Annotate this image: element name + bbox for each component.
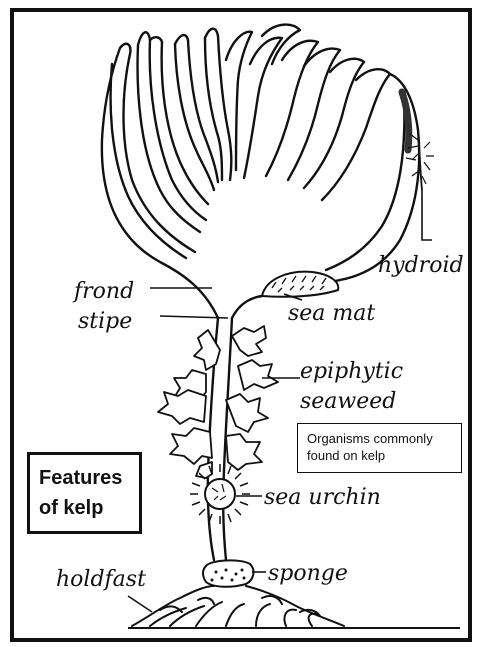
label-sea-mat: sea mat xyxy=(288,301,375,326)
sea-urchin-organism xyxy=(190,464,250,524)
sponge-organism xyxy=(203,560,253,586)
label-seaweed: seaweed xyxy=(300,389,396,414)
label-sea-urchin: sea urchin xyxy=(264,485,381,510)
sea-mat-organism xyxy=(262,272,338,297)
title-line-1: Features xyxy=(39,463,139,493)
label-epiphytic: epiphytic xyxy=(300,359,403,384)
note-line-2: found on kelp xyxy=(307,447,461,464)
note-line-1: Organisms commonly xyxy=(307,430,461,447)
kelp-holdfast xyxy=(132,586,344,626)
epiphytic-seaweed xyxy=(158,326,278,478)
label-stipe: stipe xyxy=(78,309,132,334)
title-line-2: of kelp xyxy=(39,493,139,523)
kelp-fronds xyxy=(102,25,419,318)
title-box: Features of kelp xyxy=(27,452,142,534)
label-hydroid: hydroid xyxy=(378,253,464,278)
note-box: Organisms commonly found on kelp xyxy=(297,423,462,473)
label-sponge: sponge xyxy=(268,561,348,586)
label-holdfast: holdfast xyxy=(56,567,146,592)
label-frond: frond xyxy=(72,279,134,304)
